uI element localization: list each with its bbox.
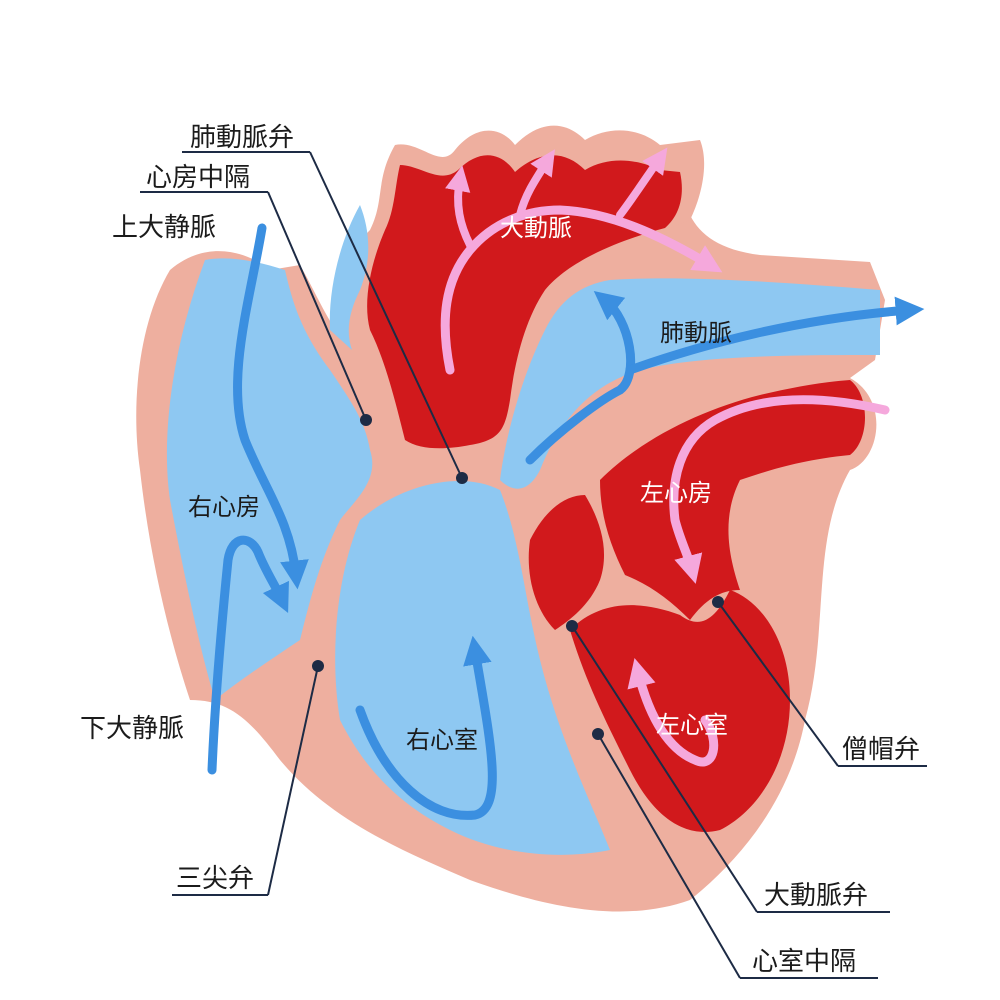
right-atrium-region: [166, 258, 373, 700]
left-atrium-region: [600, 380, 865, 620]
tricuspid-valve-dot: [312, 660, 324, 672]
blue-flow-arrow-pulm: [525, 290, 636, 465]
aorta-region: [367, 155, 682, 449]
pink-flow-arrow-aorta-right: [616, 147, 668, 219]
label-right-ventricle: 右心室: [406, 726, 478, 754]
pink-flow-arrow-aorta-left: [445, 165, 474, 249]
blue-flow-arrow-rv: [355, 635, 497, 820]
labels: 肺動脈弁 心房中隔 上大静脈 大動脈 肺動脈 右心房 左心房 左心室 右心室 下…: [80, 123, 920, 977]
pink-flow-arrow-la: [669, 395, 890, 584]
aortic-valve-dot: [566, 620, 578, 632]
label-mitral-valve: 僧帽弁: [842, 735, 920, 765]
label-left-ventricle: 左心室: [656, 711, 728, 739]
pulmonary-valve-dot: [456, 472, 468, 484]
label-superior-vena-cava: 上大静脈: [112, 213, 216, 243]
label-inferior-vena-cava: 下大静脈: [80, 714, 184, 744]
label-aorta: 大動脈: [500, 214, 572, 242]
arterial-regions: [367, 155, 865, 832]
ventricular-septum-dot: [592, 728, 604, 740]
pink-flow-arrow-aorta-mid: [516, 149, 555, 219]
leader-lines: [140, 151, 927, 979]
left-ventricle-region: [570, 590, 790, 832]
venous-flow-arrows: [207, 223, 925, 820]
label-pulmonary-valve: 肺動脈弁: [190, 123, 294, 153]
mitral-valve-dot: [712, 596, 724, 608]
left-ventricle-lobe: [528, 495, 605, 630]
upper-venous-region: [329, 205, 369, 350]
arterial-flow-arrows: [440, 147, 890, 767]
blue-flow-arrow-svc: [233, 223, 309, 590]
blue-flow-arrow-pulm-right: [625, 296, 925, 375]
label-ventricular-septum: 心室中隔: [752, 947, 856, 977]
label-pulmonary-artery: 肺動脈: [660, 319, 732, 347]
label-right-atrium: 右心房: [188, 493, 260, 521]
label-aortic-valve: 大動脈弁: [764, 881, 868, 911]
label-left-atrium: 左心房: [640, 479, 712, 507]
label-tricuspid-valve: 三尖弁: [176, 864, 254, 894]
pink-flow-arrow-lv: [627, 658, 719, 767]
blue-flow-arrow-ivc: [207, 535, 289, 775]
atrial-septum-dot: [360, 414, 372, 426]
label-atrial-septum: 心房中隔: [146, 163, 250, 193]
right-ventricle-region: [335, 481, 610, 855]
